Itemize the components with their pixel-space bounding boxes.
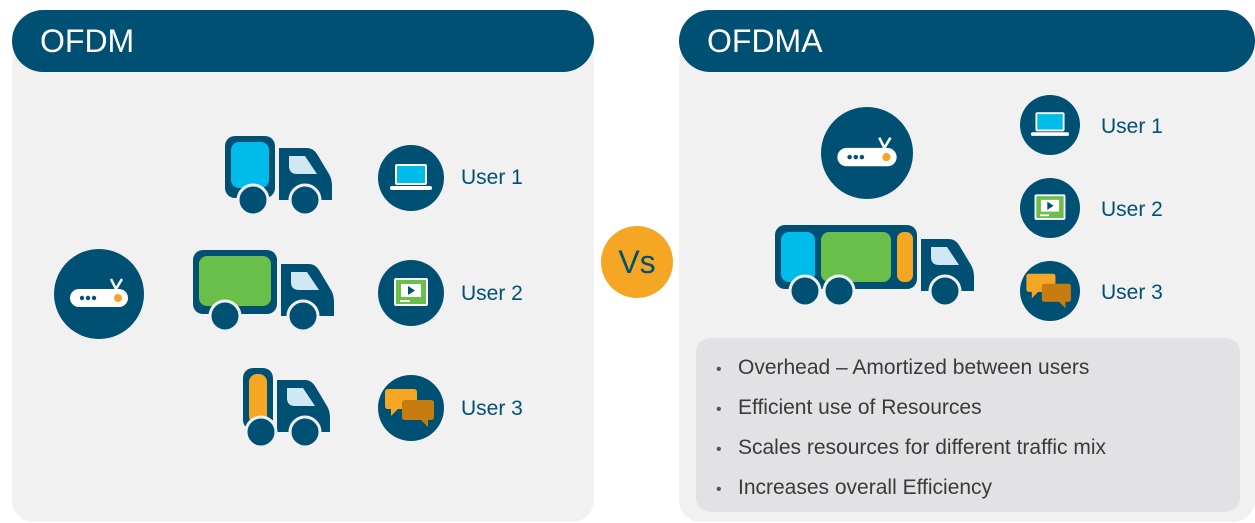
vs-badge: Vs xyxy=(601,226,673,298)
video-player-icon xyxy=(1020,178,1080,238)
list-item: •Efficient use of Resources xyxy=(716,396,982,419)
user-3-label: User 3 xyxy=(461,397,523,420)
bullet-text: Increases overall Efficiency xyxy=(738,476,993,499)
router-icon xyxy=(54,249,144,339)
truck-icon xyxy=(243,368,330,449)
truck-icon xyxy=(193,250,334,333)
chat-icon xyxy=(1020,261,1080,321)
laptop-icon xyxy=(378,145,444,211)
bullet-text: Efficient use of Resources xyxy=(738,396,982,419)
video-player-icon xyxy=(378,260,444,326)
ofdma-title: OFDMA xyxy=(679,10,1255,72)
user-1-label: User 1 xyxy=(461,166,523,189)
user-2-label: User 2 xyxy=(461,282,523,305)
list-item: •Increases overall Efficiency xyxy=(716,476,993,499)
truck-icon xyxy=(775,225,974,308)
user-3-label: User 3 xyxy=(1101,281,1163,304)
list-item: •Overhead – Amortized between users xyxy=(716,356,1090,379)
laptop-icon xyxy=(1020,95,1080,155)
bullet-text: Overhead – Amortized between users xyxy=(738,356,1090,379)
bullet-text: Scales resources for different traffic m… xyxy=(738,436,1107,459)
router-icon xyxy=(821,107,913,199)
user-2-label: User 2 xyxy=(1101,198,1163,221)
user-1-label: User 1 xyxy=(1101,115,1163,138)
chat-icon xyxy=(378,375,444,441)
benefits-list: •Overhead – Amortized between users •Eff… xyxy=(696,338,1240,512)
truck-icon xyxy=(225,136,332,217)
ofdm-title: OFDM xyxy=(12,10,594,72)
list-item: •Scales resources for different traffic … xyxy=(716,436,1107,459)
